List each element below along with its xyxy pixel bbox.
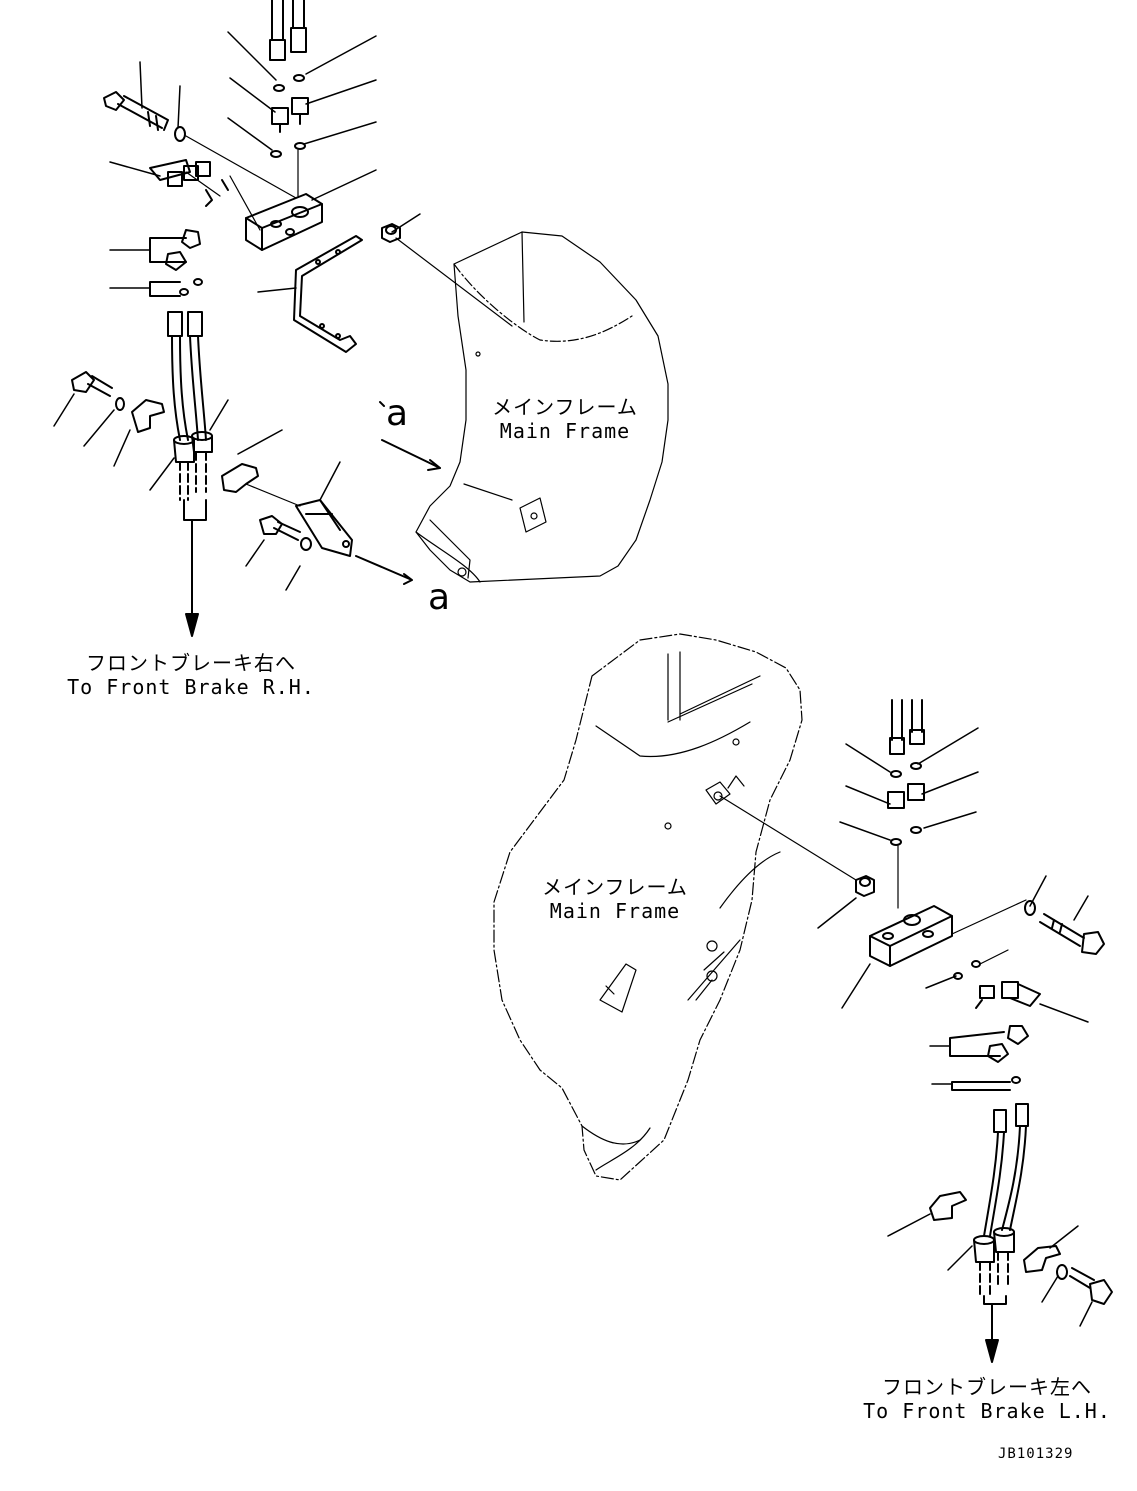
valve-block-top [245,193,323,251]
upper-hoses-right [269,0,307,61]
nuts-top [149,229,203,297]
long-bolt-bottom [1024,900,1105,955]
nuts-bottom [949,1025,1029,1091]
main-frame-label-bottom-jp: メインフレーム [542,875,688,899]
clamp-top [53,371,229,491]
lower-hoses-left [973,1103,1029,1363]
orings-bottom [887,762,925,909]
orings-top [270,74,309,158]
long-bolt-top [103,91,186,142]
leader-lines-top [109,31,421,293]
to-front-brake-rh-en: To Front Brake R.H. [67,675,315,699]
to-front-brake-lh-jp: フロントブレーキ左へ [882,1375,1092,1399]
bracket-top [293,235,363,353]
clamps-bottom [929,1191,1113,1305]
view-marker-a-upper: a [386,393,409,434]
spacer-bottom [719,795,875,897]
elbow-fittings-bottom [975,981,1041,1009]
view-arrow-left [379,401,385,407]
main-frame-label-top-jp: メインフレーム [492,395,638,419]
to-front-brake-lh-en: To Front Brake L.H. [863,1399,1111,1423]
lower-hoses-right [167,311,213,637]
main-frame-label-top-en: Main Frame [499,419,631,443]
elbow-fittings-top [149,159,229,207]
leader-lines-bottom [817,727,1093,1327]
drawing-number: JB101329 [998,1446,1074,1462]
to-front-brake-rh-jp: フロントブレーキ右へ [86,651,296,675]
assembly-lines-top [185,135,299,231]
upper-hoses-left [889,699,925,755]
main-frame-top [415,231,669,583]
main-frame-bottom [493,633,803,1181]
view-arrow-top [381,439,441,471]
valve-block-bottom [869,899,1027,967]
small-orings-bottom [953,949,1009,980]
view-marker-a-lower: a [428,577,451,618]
main-frame-label-bottom-en: Main Frame [549,899,681,923]
spacer-top [381,223,513,327]
clip-and-bracket-top [221,429,413,591]
